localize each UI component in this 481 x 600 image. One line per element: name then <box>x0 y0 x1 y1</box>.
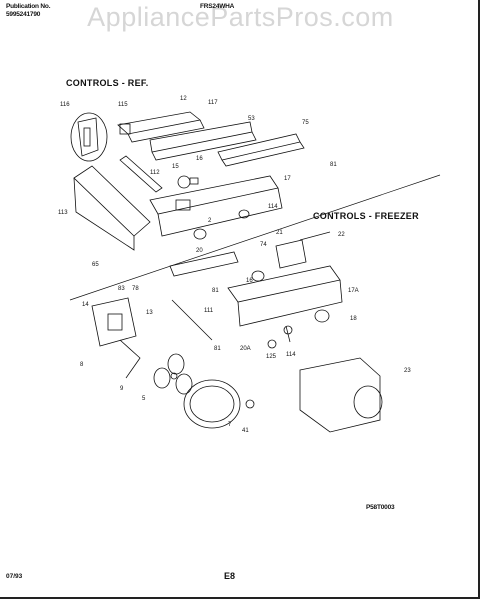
publication-label: Publication No. <box>6 3 51 10</box>
part-14-bracket <box>91 297 137 347</box>
part-5-fan-blade <box>153 353 193 395</box>
footer-date: 07/93 <box>6 573 23 580</box>
part-111-wire <box>171 299 213 341</box>
part-116-detail-circle <box>70 112 108 162</box>
callout-112: 112 <box>150 170 160 176</box>
callout-22: 22 <box>338 232 345 238</box>
callout-81: 81 <box>330 162 337 168</box>
callout-65: 65 <box>92 262 99 268</box>
part-23-cabinet-corner <box>299 357 381 433</box>
part-114-ref-nut <box>238 209 250 219</box>
part-13-motor <box>107 313 123 331</box>
part-17-knob-slot <box>175 199 191 211</box>
part-41-screw <box>245 399 255 409</box>
callout-8: 8 <box>80 362 84 368</box>
callout-21: 21 <box>276 230 283 236</box>
section-divider <box>69 174 441 301</box>
model-number: FRS24WHA <box>200 3 235 10</box>
controls-ref-title: CONTROLS - REF. <box>66 78 149 88</box>
part-7-shroud-inner <box>189 385 235 423</box>
callout-23: 23 <box>404 368 411 374</box>
callout-116: 116 <box>60 102 70 108</box>
callout-17A: 17A <box>348 288 359 294</box>
footer-page: E8 <box>224 571 236 581</box>
callout-74: 74 <box>260 242 267 248</box>
controls-freezer-title: CONTROLS - FREEZER <box>313 211 419 221</box>
part-75-shield-side <box>221 141 305 167</box>
callout-16b: 16 <box>246 278 253 284</box>
callout-41: 41 <box>242 428 249 434</box>
callout-14: 14 <box>82 302 89 308</box>
part-75-shield <box>217 133 301 161</box>
part-115-clip <box>119 123 131 135</box>
part-17-housing-top <box>149 175 279 215</box>
part-18-knob <box>314 309 330 323</box>
callout-81b: 81 <box>212 288 219 294</box>
part-125-screw <box>267 339 277 349</box>
callout-113: 113 <box>58 210 68 216</box>
callout-7: 7 <box>228 422 232 428</box>
callout-83: 83 <box>118 286 125 292</box>
part-21-thermostat <box>275 239 307 269</box>
callout-15: 15 <box>172 164 179 170</box>
part-17A-housing-front <box>237 279 343 327</box>
callout-75: 75 <box>302 120 309 126</box>
figure-code: P58T0003 <box>366 504 395 511</box>
part-15-bulb <box>177 175 191 189</box>
callout-17: 17 <box>284 176 291 182</box>
callout-114b: 114 <box>286 352 296 358</box>
part-23-detail-circle <box>353 385 383 419</box>
part-74-plate <box>169 251 239 277</box>
watermark: AppliancePartsPros.com <box>87 2 394 32</box>
part-16-socket <box>189 177 199 185</box>
callout-53: 53 <box>248 116 255 122</box>
callout-13: 13 <box>146 310 153 316</box>
part-114-freezer-nut <box>283 325 293 335</box>
callout-16: 16 <box>196 156 203 162</box>
part-9-wire <box>119 339 141 379</box>
part-16-freezer-socket <box>251 270 265 282</box>
callout-115: 115 <box>118 102 128 108</box>
callout-81c: 81 <box>214 346 221 352</box>
callout-125: 125 <box>266 354 277 360</box>
callout-20: 20 <box>196 248 203 254</box>
part-116-label-plate <box>77 117 99 157</box>
part-17A-housing-top <box>227 265 341 303</box>
part-112-tube <box>119 155 163 193</box>
part-113-housing <box>73 165 151 237</box>
callout-labels: 116 115 12 117 53 75 81 15 16 17 112 113… <box>58 96 411 434</box>
callout-9: 9 <box>120 386 124 392</box>
callout-111: 111 <box>204 308 214 314</box>
part-22-capillary <box>299 231 331 241</box>
part-12-bracket-side <box>127 119 205 143</box>
callout-5: 5 <box>142 396 146 402</box>
part-17-housing-front <box>157 187 283 237</box>
callout-20A: 20A <box>240 346 251 352</box>
part-113-housing-front <box>73 177 135 251</box>
part-53-cover-side <box>151 131 257 161</box>
publication-number: 5995241790 <box>6 11 41 18</box>
callout-18: 18 <box>350 316 357 322</box>
part-7-shroud <box>183 379 241 429</box>
callout-12: 12 <box>180 96 187 102</box>
callout-2: 2 <box>208 218 212 224</box>
callout-78: 78 <box>132 286 139 292</box>
callout-114: 114 <box>268 204 278 210</box>
part-2-knob <box>193 228 207 240</box>
callout-117: 117 <box>208 100 218 106</box>
part-116-window <box>83 127 91 147</box>
